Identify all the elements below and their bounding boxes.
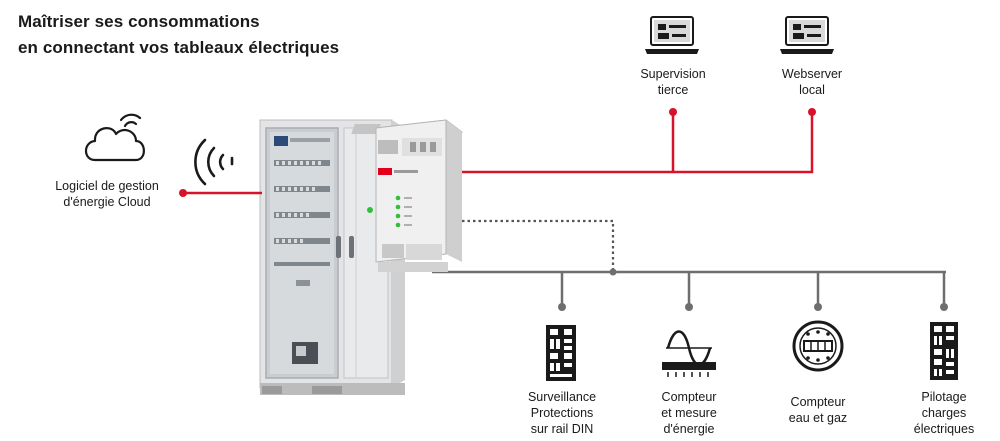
abb-logo bbox=[378, 168, 392, 175]
surveillance-label: Surveillance Protections sur rail DIN bbox=[507, 389, 617, 437]
cloud-label: Logiciel de gestion d'énergie Cloud bbox=[32, 178, 182, 210]
webserver-label-line-2: local bbox=[799, 83, 825, 97]
surveillance-label-line-2: Protections bbox=[530, 406, 594, 420]
din-rail-module-icon bbox=[546, 325, 576, 381]
pilotage-link-node bbox=[940, 303, 948, 311]
webserver-label-line-1: Webserver bbox=[781, 67, 843, 81]
compteur-mesure-label: Compteur et mesure d'énergie bbox=[634, 389, 744, 437]
gateway-device bbox=[351, 119, 464, 272]
title-line-1: Maîtriser ses consommations bbox=[18, 12, 260, 31]
wireless-signal-icon bbox=[194, 138, 234, 186]
energy-meter-icon bbox=[662, 330, 716, 377]
surveillance-link-node bbox=[558, 303, 566, 311]
compteur-eau-label-line-1: Compteur bbox=[790, 395, 846, 409]
webserver-label: Webserver local bbox=[757, 66, 867, 98]
compteur-eau-link-node bbox=[814, 303, 822, 311]
surveillance-label-line-3: sur rail DIN bbox=[530, 422, 594, 436]
webserver-link-node bbox=[808, 108, 816, 116]
supervision-link-node bbox=[669, 108, 677, 116]
pilotage-label-line-2: charges bbox=[921, 406, 967, 420]
water-gas-meter-icon bbox=[792, 320, 844, 372]
electrical-cabinet bbox=[259, 119, 405, 395]
compteur-eau-label: Compteur eau et gaz bbox=[763, 394, 873, 426]
surveillance-label-line-1: Surveillance bbox=[527, 390, 597, 404]
supervision-label-line-2: tierce bbox=[657, 83, 689, 97]
load-control-icon bbox=[930, 322, 958, 380]
dotted-link bbox=[462, 219, 615, 272]
cloud-icon bbox=[84, 113, 145, 162]
cloud-link-node bbox=[179, 189, 187, 197]
compteur-mesure-label-line-3: d'énergie bbox=[663, 422, 715, 436]
pilotage-label: Pilotage charges électriques bbox=[894, 389, 994, 437]
supervision-webserver-link bbox=[460, 113, 814, 174]
webserver-laptop-icon bbox=[780, 16, 834, 54]
pilotage-label-line-1: Pilotage bbox=[921, 390, 967, 404]
compteur-mesure-label-line-2: et mesure bbox=[661, 406, 717, 420]
supervision-label: Supervision tierce bbox=[618, 66, 728, 98]
compteur-mesure-link-node bbox=[685, 303, 693, 311]
pilotage-label-line-3: électriques bbox=[913, 422, 975, 436]
cloud-label-line-2: d'énergie Cloud bbox=[63, 195, 151, 209]
supervision-laptop-icon bbox=[645, 16, 699, 54]
supervision-label-line-1: Supervision bbox=[640, 67, 706, 81]
compteur-mesure-label-line-1: Compteur bbox=[661, 390, 717, 404]
bus-junction bbox=[609, 268, 617, 276]
network-links bbox=[179, 108, 948, 311]
title-line-2: en connectant vos tableaux électriques bbox=[18, 38, 340, 57]
cloud-label-line-1: Logiciel de gestion bbox=[55, 179, 159, 193]
compteur-eau-label-line-2: eau et gaz bbox=[788, 411, 848, 425]
